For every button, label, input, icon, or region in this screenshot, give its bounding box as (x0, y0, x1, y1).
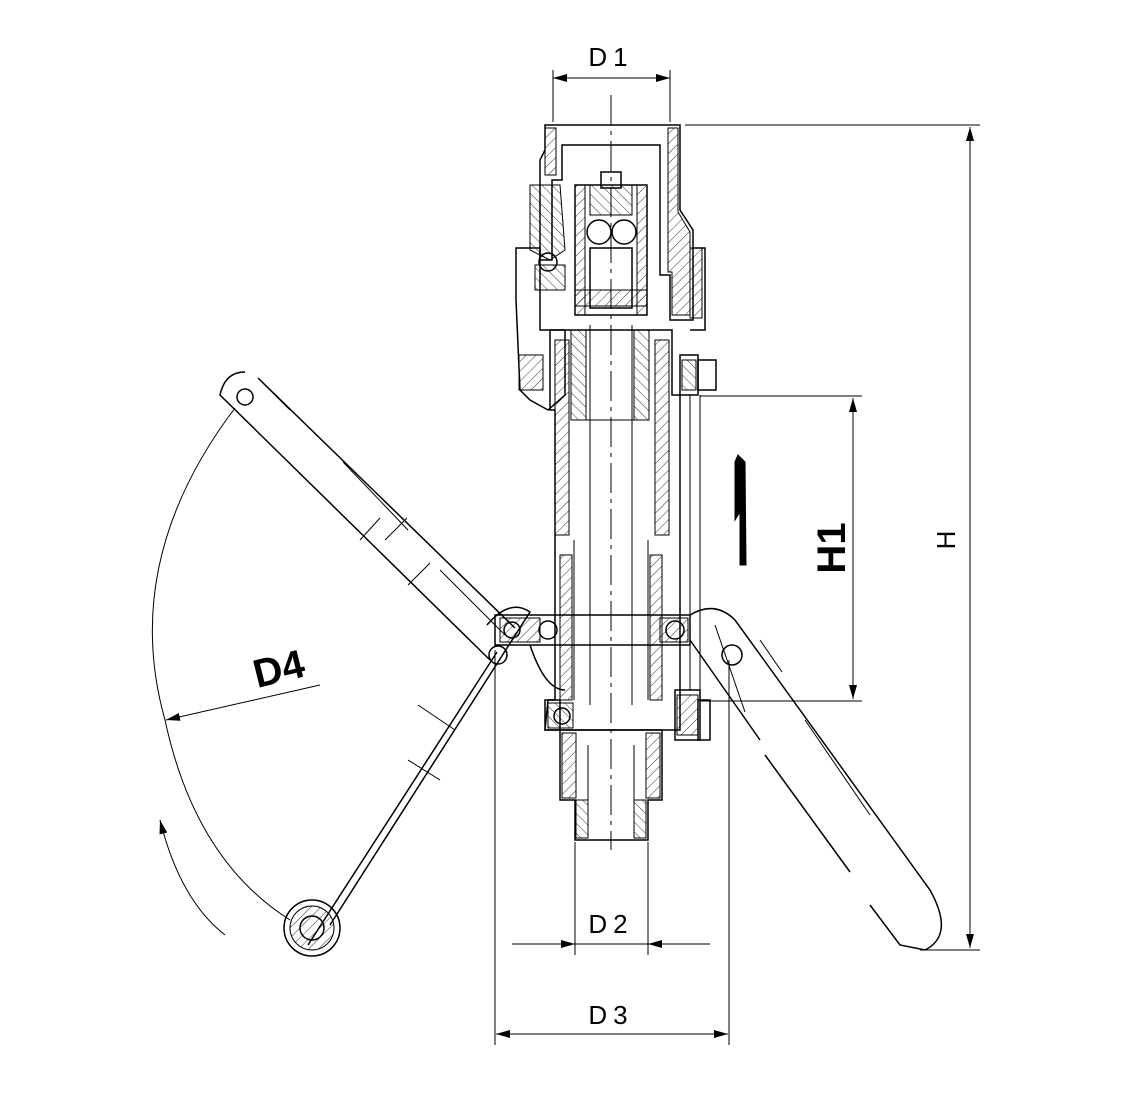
label-d3: D3 (588, 1000, 633, 1030)
valve-barrel (544, 325, 717, 731)
dimension-h: H (685, 124, 980, 951)
valve-outlet-nozzle (544, 689, 711, 841)
valve-poppet-assembly (574, 171, 648, 316)
left-handle (219, 371, 532, 957)
dimension-d3: D3 (494, 650, 730, 1045)
dimension-d1: D1 (552, 42, 671, 122)
dimension-d2: D2 (512, 842, 710, 955)
valve-upper-coupling (515, 124, 706, 411)
label-d2: D2 (588, 909, 633, 939)
label-d4: D4 (249, 642, 310, 697)
valve-pivot-collar (494, 614, 691, 691)
dimension-h1: H1 (700, 395, 862, 702)
label-d1: D1 (588, 42, 633, 72)
dimension-d4: D4 (151, 407, 321, 936)
right-handle (689, 607, 943, 951)
label-h: H (931, 531, 961, 550)
label-h1: H1 (810, 522, 854, 573)
indicator-flag (734, 454, 747, 566)
